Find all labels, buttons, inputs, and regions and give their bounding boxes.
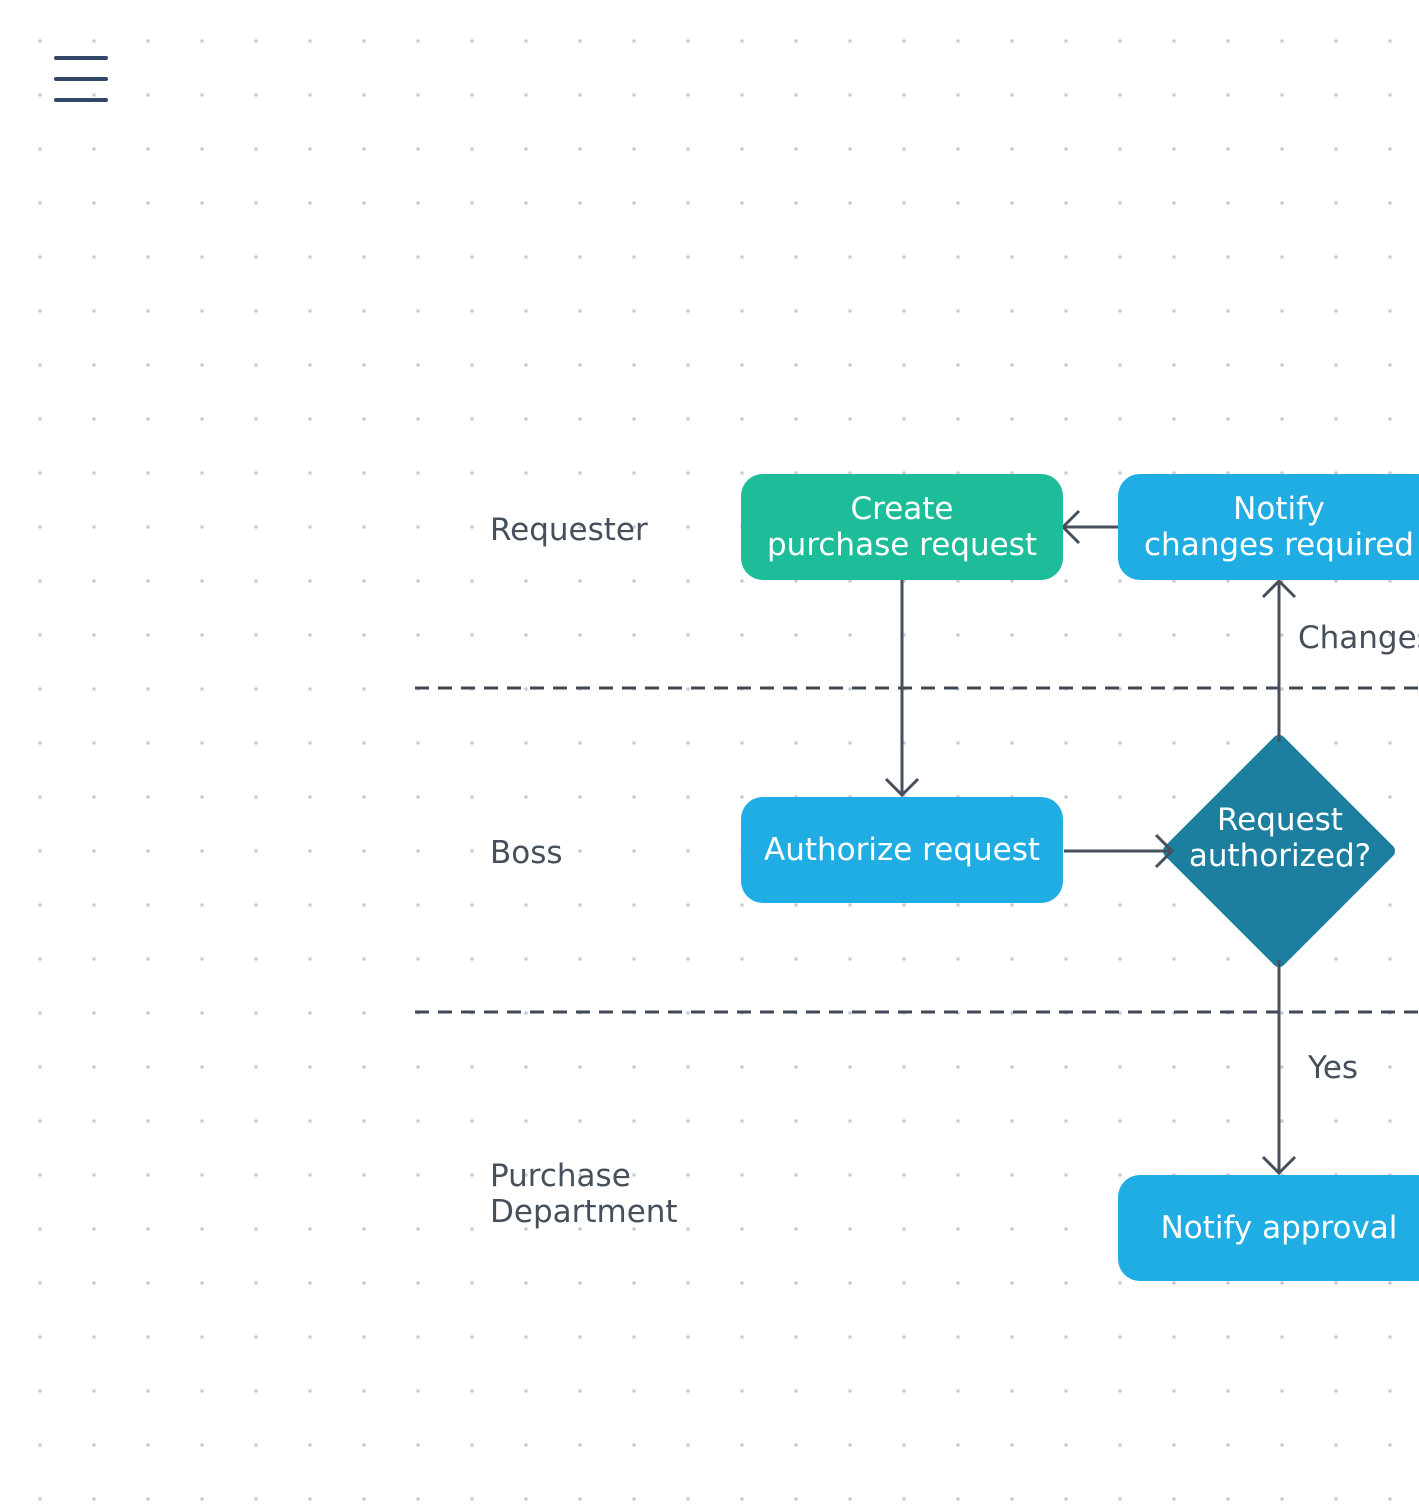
edge-label-yes: Yes [1308, 1050, 1359, 1086]
connector-notify-changes-to-create [1060, 509, 1118, 545]
lane-label-purchase-department: Purchase Department [490, 1158, 678, 1230]
connector-decision-to-notify-approval [1261, 960, 1297, 1176]
connector-decision-to-notify-changes [1261, 578, 1297, 742]
lane-label-requester: Requester [490, 512, 648, 548]
connector-create-to-authorize [884, 580, 920, 798]
connector-authorize-to-decision [1064, 833, 1175, 869]
node-notify-changes-required[interactable]: Notify changes required [1118, 474, 1419, 580]
node-request-authorized[interactable]: Request authorized? [1188, 802, 1372, 874]
node-notify-approval[interactable]: Notify approval [1118, 1175, 1419, 1281]
lane-label-boss: Boss [490, 835, 563, 871]
edge-label-changes: Changes [1298, 620, 1419, 656]
node-create-purchase-request[interactable]: Create purchase request [741, 474, 1063, 580]
hamburger-menu-icon[interactable] [50, 52, 112, 110]
node-authorize-request[interactable]: Authorize request [741, 797, 1063, 903]
